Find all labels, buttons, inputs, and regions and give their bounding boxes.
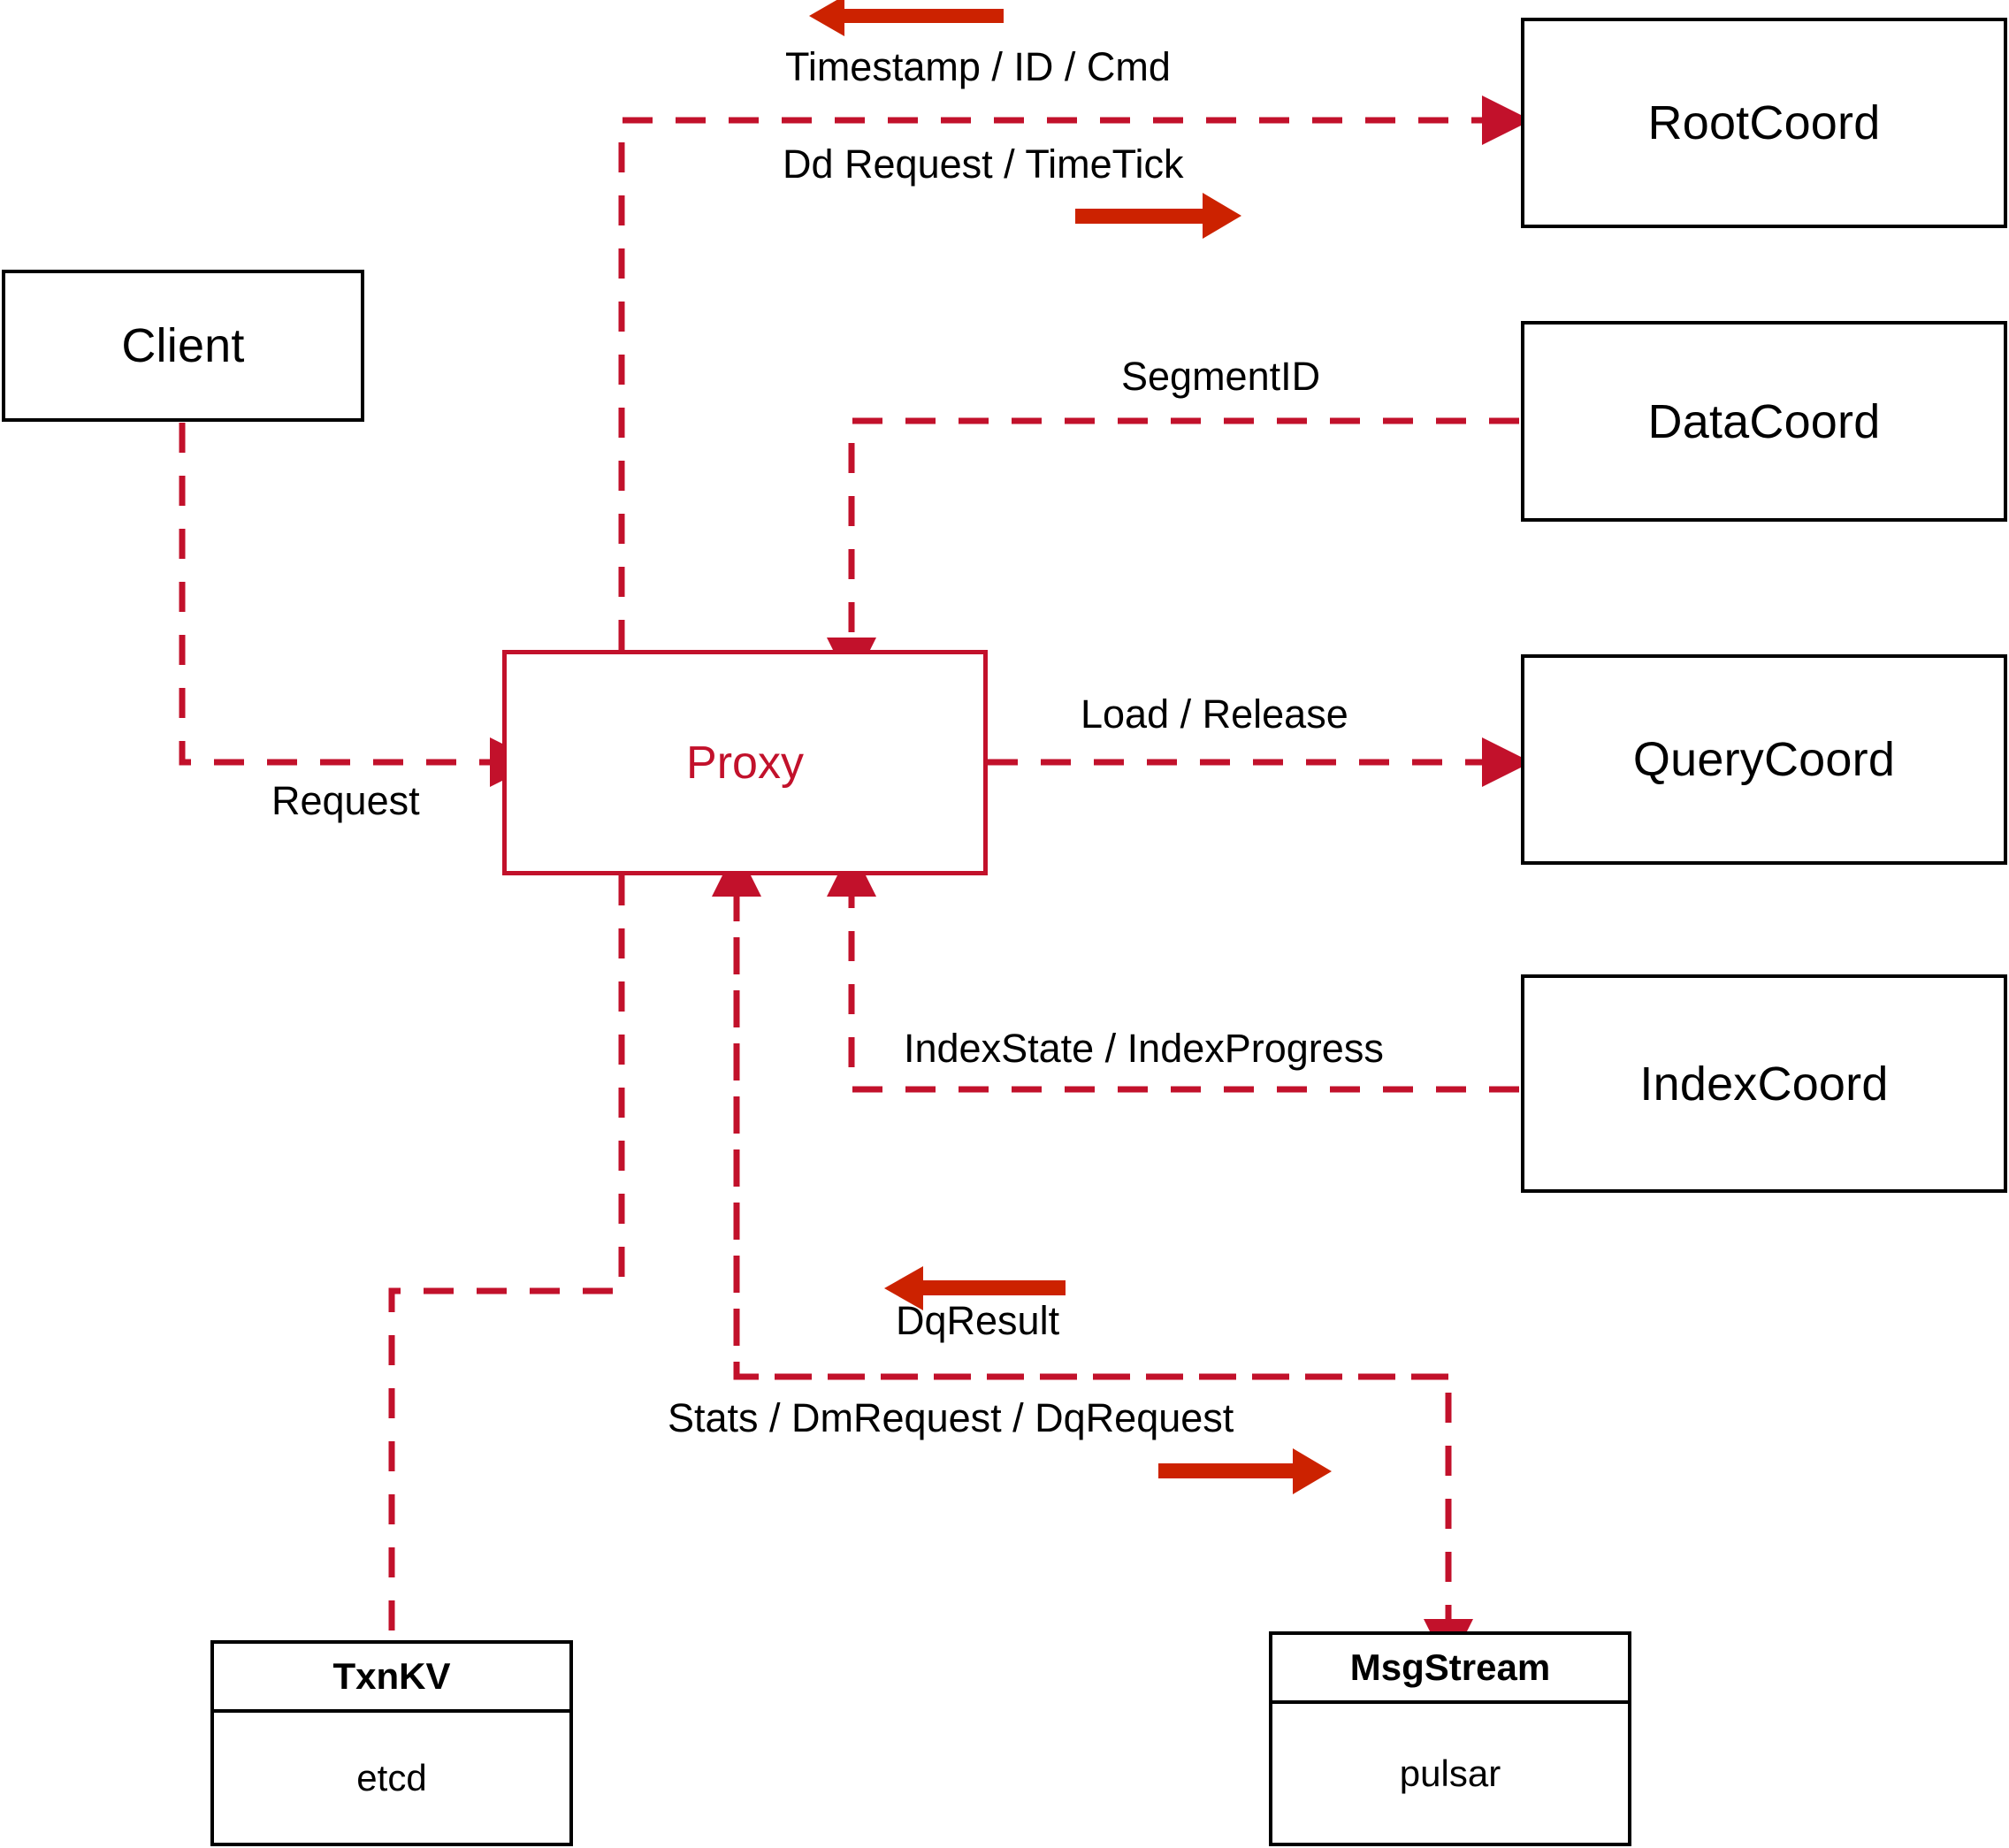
edge-label-timestamp-id-cmd: Timestamp / ID / Cmd <box>785 44 1171 89</box>
thick-arrow-left-timestamp <box>809 0 1004 36</box>
node-client-label: Client <box>121 319 245 372</box>
node-txnkv-header: TxnKV <box>214 1644 569 1713</box>
edge-label-stats-dm-dq-request: Stats / DmRequest / DqRequest <box>668 1395 1234 1440</box>
edge-stats-dm-dq-request <box>733 884 1473 1669</box>
node-msgstream-header: MsgStream <box>1272 1635 1628 1704</box>
edge-label-load-release: Load / Release <box>1081 691 1348 737</box>
edge-label-index-state-progress: IndexState / IndexProgress <box>904 1026 1384 1071</box>
edge-dd-request-timetick <box>618 95 1532 650</box>
node-msgstream-body: pulsar <box>1399 1752 1501 1794</box>
edge-request <box>179 423 539 787</box>
edge-txnkv-link <box>388 875 625 1640</box>
node-client[interactable]: Client <box>2 270 364 422</box>
node-datacoord-label: DataCoord <box>1647 394 1881 448</box>
edge-segment-id <box>827 417 1519 687</box>
thick-arrow-right-stats <box>1158 1448 1332 1494</box>
edge-label-dd-request-timetick: Dd Request / TimeTick <box>783 141 1184 187</box>
edge-label-segment-id: SegmentID <box>1121 354 1321 399</box>
edge-dq-result <box>712 847 1448 1380</box>
node-msgstream[interactable]: MsgStream pulsar <box>1269 1631 1631 1846</box>
node-datacoord[interactable]: DataCoord <box>1521 321 2007 522</box>
node-txnkv-body: etcd <box>356 1756 427 1798</box>
node-indexcoord[interactable]: IndexCoord <box>1521 974 2007 1193</box>
node-txnkv[interactable]: TxnKV etcd <box>210 1640 573 1846</box>
thick-arrow-left-dqresult <box>884 1266 1066 1310</box>
node-rootcoord-label: RootCoord <box>1647 96 1881 149</box>
node-proxy[interactable]: Proxy <box>502 650 988 875</box>
node-querycoord-label: QueryCoord <box>1632 733 1896 786</box>
node-querycoord[interactable]: QueryCoord <box>1521 654 2007 865</box>
edge-index-state-progress <box>827 847 1519 1093</box>
node-indexcoord-label: IndexCoord <box>1639 1057 1889 1111</box>
edge-label-request: Request <box>271 778 420 823</box>
node-proxy-label: Proxy <box>686 737 804 789</box>
thick-arrow-right-ddrequest <box>1075 193 1241 239</box>
node-rootcoord[interactable]: RootCoord <box>1521 18 2007 228</box>
edge-label-dq-result: DqResult <box>896 1298 1060 1343</box>
